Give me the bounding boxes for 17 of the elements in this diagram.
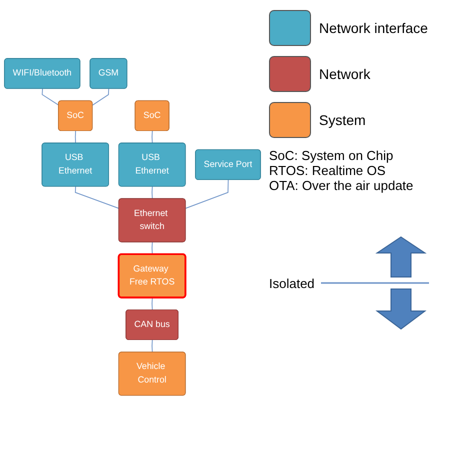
connector (152, 186, 153, 199)
abbreviation-note: SoC: System on Chip (269, 148, 394, 163)
isolation-label: Isolated (269, 276, 315, 290)
legend-label: System (319, 112, 366, 128)
abbreviation-note: RTOS: Realtime OS (269, 163, 387, 178)
connector (152, 130, 153, 144)
connector (42, 88, 60, 106)
legend-label: Network (319, 66, 370, 82)
connector (152, 339, 153, 352)
connector (152, 296, 153, 310)
connector (74, 186, 120, 208)
connector (152, 241, 153, 254)
connector (185, 179, 229, 208)
connector (74, 130, 76, 144)
legend-label: Network interface (319, 20, 428, 36)
connector (92, 88, 110, 106)
abbreviation-note: OTA: Over the air update (269, 178, 414, 193)
